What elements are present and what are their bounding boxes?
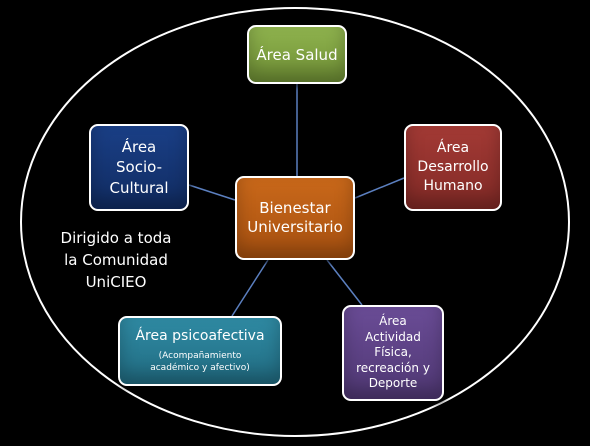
node-area-socio-cultural-label: Área Socio- Cultural: [109, 138, 169, 197]
node-area-salud: Área Salud: [247, 25, 347, 84]
node-area-actividad-fisica-label: Área Actividad Física, recreación y Depo…: [356, 314, 430, 391]
connector-actividad-fisica: [326, 259, 363, 306]
node-area-socio-cultural: Área Socio- Cultural: [89, 124, 189, 211]
node-area-psicoafectiva-label: Área psicoafectiva: [135, 327, 265, 344]
node-area-salud-label: Área Salud: [256, 45, 338, 64]
audience-text: Dirigido a toda la Comunidad UniCIEO: [60, 229, 172, 291]
node-area-psicoafectiva-sublabel: (Acompañamiento académico y afectivo): [150, 350, 250, 373]
node-area-desarrollo-humano-label: Área Desarrollo Humano: [417, 140, 489, 194]
connector-psicoafectiva: [231, 259, 269, 317]
node-area-desarrollo-humano: Área Desarrollo Humano: [404, 124, 502, 211]
node-area-psicoafectiva: Área psicoafectiva (Acompañamiento acadé…: [118, 316, 282, 386]
node-bienestar-universitario: Bienestar Universitario: [235, 176, 355, 260]
connector-socio-cultural: [188, 184, 236, 201]
node-area-actividad-fisica: Área Actividad Física, recreación y Depo…: [342, 305, 444, 401]
outer-ellipse: [20, 7, 570, 437]
connector-desarrollo-humano: [354, 177, 405, 199]
node-bienestar-universitario-label: Bienestar Universitario: [247, 198, 343, 237]
